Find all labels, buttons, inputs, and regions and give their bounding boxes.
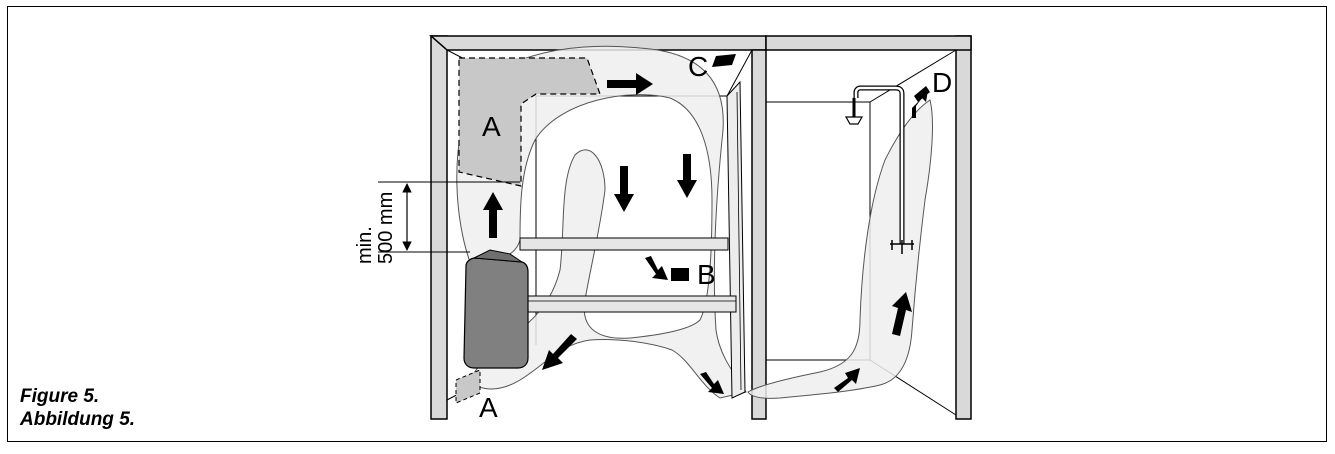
- shower-room: [747, 35, 972, 420]
- sauna-left-wall: [430, 35, 448, 420]
- shower-top-wall: [765, 35, 972, 51]
- label-b: B: [697, 259, 716, 290]
- shower-valve: [890, 240, 914, 254]
- sauna-door: [726, 80, 746, 399]
- arrow-down-2: [677, 154, 697, 198]
- label-a-bottom: A: [479, 392, 498, 423]
- arrow-shower-up: [892, 292, 912, 336]
- vent-c: [712, 54, 736, 67]
- sauna-room: [429, 35, 767, 420]
- zone-a-top: [458, 57, 601, 187]
- arrow-to-b: [645, 256, 668, 280]
- partition-wall: [751, 49, 767, 420]
- lower-bench: [519, 295, 737, 313]
- arrow-to-d: [906, 90, 928, 118]
- label-d: D: [932, 67, 952, 98]
- svg-text:min.: min.: [354, 226, 376, 264]
- dimension-min-500: min. 500 mm: [354, 181, 520, 264]
- arrow-up-heater: [483, 192, 503, 238]
- upper-bench: [519, 237, 729, 251]
- shower-right-wall: [955, 35, 972, 420]
- label-a-top: A: [482, 111, 501, 142]
- flow-arrows: [483, 73, 928, 394]
- heater: [463, 257, 529, 369]
- svg-text:500 mm: 500 mm: [375, 192, 397, 264]
- label-c: C: [688, 51, 708, 82]
- shower-head: [844, 116, 864, 125]
- arrow-down-1: [614, 166, 634, 212]
- figure-caption-de: Abbildung 5.: [20, 409, 136, 430]
- arrow-down-left: [542, 334, 577, 370]
- vent-b: [671, 268, 689, 281]
- airflow-region-shower: [747, 99, 933, 399]
- arrow-shower-floor: [834, 368, 860, 392]
- arrow-right-top: [607, 73, 653, 95]
- zone-a-bottom: [455, 369, 481, 404]
- airflow-region-sauna: [456, 45, 747, 399]
- figure-caption-en: Figure 5.: [20, 386, 100, 407]
- dimension-line1: min.: [354, 226, 376, 264]
- arrow-door: [700, 372, 724, 394]
- figure-frame: [7, 6, 1327, 442]
- dimension-line2: 500 mm: [375, 192, 397, 264]
